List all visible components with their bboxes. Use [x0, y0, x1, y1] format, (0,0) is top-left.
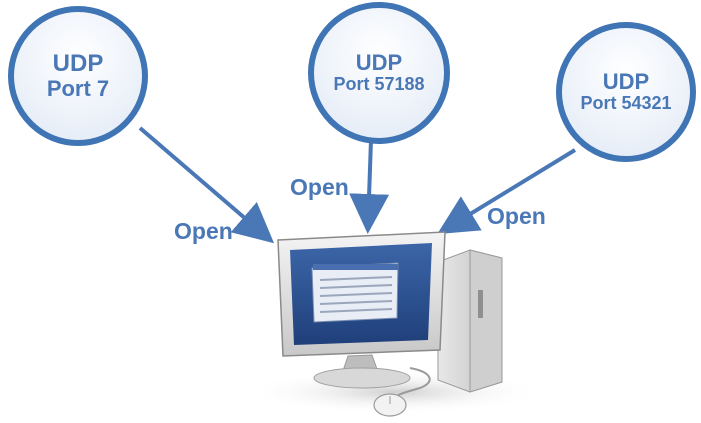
udp-port-54321-bubble: UDP Port 54321 [556, 22, 696, 162]
bubble-protocol-label: UDP [52, 49, 104, 77]
bubble-protocol-label: UDP [355, 50, 403, 75]
bubble-port-label: Port 54321 [580, 93, 672, 114]
udp-port-7-bubble: UDP Port 7 [8, 6, 148, 146]
udp-port-57188-bubble: UDP Port 57188 [308, 2, 450, 144]
open-label-port-54321: Open [487, 203, 546, 229]
bubble-port-label: Port 7 [46, 76, 110, 102]
open-label-port-57188: Open [290, 174, 349, 200]
bubble-port-label: Port 57188 [333, 74, 425, 95]
mouse-icon [373, 393, 407, 417]
arrow-port-54321 [437, 148, 577, 235]
arrow-port-7 [138, 126, 275, 244]
bubble-protocol-label: UDP [602, 69, 650, 94]
screen-window-icon [311, 262, 399, 323]
open-label-port-7: Open [174, 218, 233, 244]
desktop-computer-icon [245, 231, 545, 417]
arrow-port-57188 [349, 139, 390, 234]
